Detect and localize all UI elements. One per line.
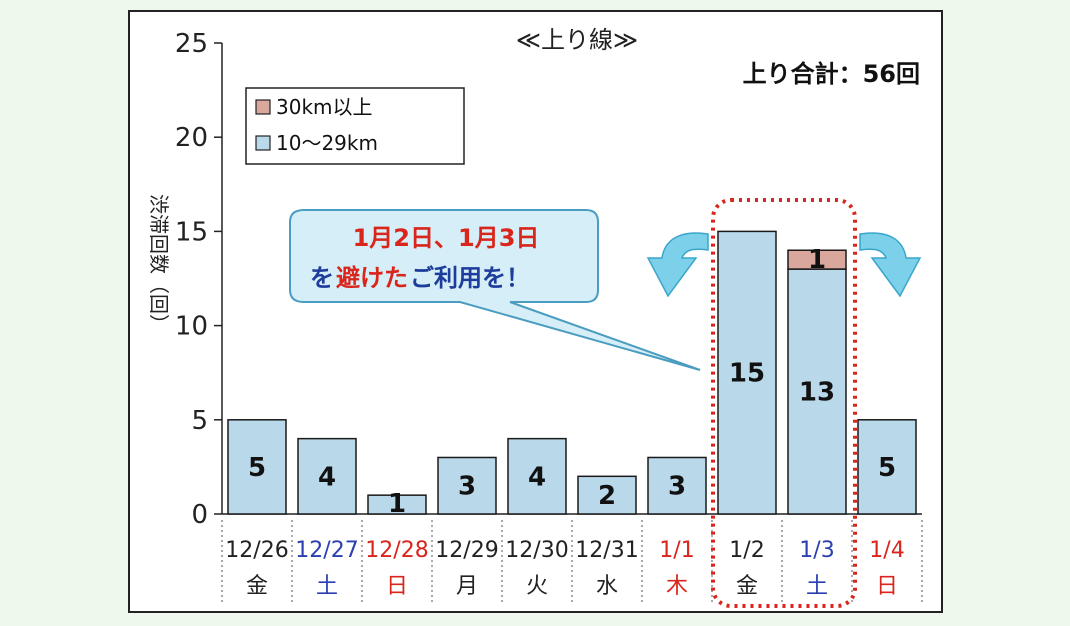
x-tick-label-weekday: 金 bbox=[736, 574, 758, 599]
x-tick-label-date: 12/28 bbox=[365, 538, 428, 563]
bar-value-label: 15 bbox=[729, 359, 765, 389]
bar-10-29km bbox=[577, 475, 637, 515]
legend-box bbox=[245, 87, 465, 165]
legend-swatch-10-29km bbox=[255, 135, 271, 151]
bar-10-29km bbox=[717, 230, 777, 515]
bar-value-label: 4 bbox=[318, 462, 336, 492]
bar-value-label: 2 bbox=[598, 481, 616, 511]
x-tick-label-weekday: 水 bbox=[596, 574, 618, 599]
x-axis: 12/26 金 12/27 土 12/28 日 12/29 月 12/30 火 12/31 水 1/1 木… bbox=[221, 520, 923, 602]
callout: 1月2日、1月3日 を 避けた ご利用を！ bbox=[289, 209, 701, 371]
x-tick-label-date: 12/29 bbox=[435, 538, 498, 563]
x-tick-label-weekday: 日 bbox=[876, 574, 898, 599]
bar-10-29km bbox=[787, 268, 847, 515]
legend: 30km以上 10〜29km bbox=[245, 87, 465, 165]
x-tick-label-date: 1/2 bbox=[729, 538, 764, 563]
x-tick-label-date: 12/30 bbox=[505, 538, 568, 563]
bar-10-29km bbox=[297, 437, 357, 515]
x-tick-label-date: 1/1 bbox=[659, 538, 694, 563]
bar-top-label: 1 bbox=[808, 245, 826, 275]
bar-10-29km bbox=[227, 419, 287, 515]
bar-value-label: 1 bbox=[388, 489, 406, 519]
y-tick-label: 5 bbox=[191, 406, 208, 436]
bar-chart: ≪上り線≫ 上り合計：56回 渋滞回数（回） 30km以上 10〜29km 0 5… bbox=[147, 26, 923, 608]
y-tick-label: 10 bbox=[175, 312, 208, 342]
x-tick-label-date: 1/3 bbox=[799, 538, 834, 563]
bar-value-label: 3 bbox=[668, 472, 686, 502]
bar-10-29km bbox=[507, 437, 567, 515]
y-axis-label: 渋滞回数（回） bbox=[147, 194, 171, 334]
legend-label-30km: 30km以上 bbox=[276, 95, 373, 119]
x-tick-label-date: 12/31 bbox=[575, 538, 638, 563]
x-tick-label-weekday: 土 bbox=[806, 574, 828, 599]
bar-value-label: 3 bbox=[458, 472, 476, 502]
bar-value-label: 5 bbox=[248, 453, 266, 483]
left-arrow-icon bbox=[646, 232, 709, 298]
y-tick-label: 25 bbox=[175, 29, 208, 59]
bar-value-label: 4 bbox=[528, 462, 546, 492]
chart-title: ≪上り線≫ bbox=[516, 26, 638, 54]
x-tick-label-weekday: 火 bbox=[526, 574, 548, 599]
bar-30km bbox=[787, 249, 847, 270]
total-label: 上り合計：56回 bbox=[743, 60, 920, 88]
y-tick-label: 15 bbox=[175, 217, 208, 247]
bar-value-label: 13 bbox=[799, 378, 835, 408]
bar-10-29km bbox=[437, 456, 497, 515]
legend-swatch-30km bbox=[255, 99, 271, 115]
bar-10-29km bbox=[647, 456, 707, 515]
chart-frame: ≪上り線≫ 上り合計：56回 渋滞回数（回） 30km以上 10〜29km 0 5… bbox=[128, 10, 943, 613]
callout-line2-c: ご利用を！ bbox=[410, 264, 530, 292]
bar-10-29km bbox=[857, 419, 917, 515]
x-tick-label-weekday: 金 bbox=[246, 574, 268, 599]
right-arrow-icon bbox=[859, 232, 922, 298]
bar-10-29km bbox=[367, 494, 427, 515]
x-tick-label-weekday: 日 bbox=[386, 574, 408, 599]
callout-line2-b: 避けた bbox=[336, 264, 408, 292]
x-tick-label-date: 12/27 bbox=[295, 538, 358, 563]
callout-line2-a: を bbox=[310, 264, 334, 292]
x-tick-label-weekday: 月 bbox=[456, 574, 478, 599]
bar-value-label: 5 bbox=[878, 453, 896, 483]
highlight-box bbox=[711, 198, 857, 608]
y-tick-label: 0 bbox=[191, 500, 208, 530]
callout-line1: 1月2日、1月3日 bbox=[353, 224, 540, 252]
x-tick-label-weekday: 土 bbox=[316, 574, 338, 599]
legend-label-10-29km: 10〜29km bbox=[276, 131, 378, 155]
callout-bubble bbox=[289, 209, 701, 371]
x-tick-label-date: 12/26 bbox=[225, 538, 288, 563]
y-tick-label: 20 bbox=[175, 123, 208, 153]
x-tick-label-date: 1/4 bbox=[869, 538, 904, 563]
x-tick-label-weekday: 木 bbox=[666, 574, 688, 599]
